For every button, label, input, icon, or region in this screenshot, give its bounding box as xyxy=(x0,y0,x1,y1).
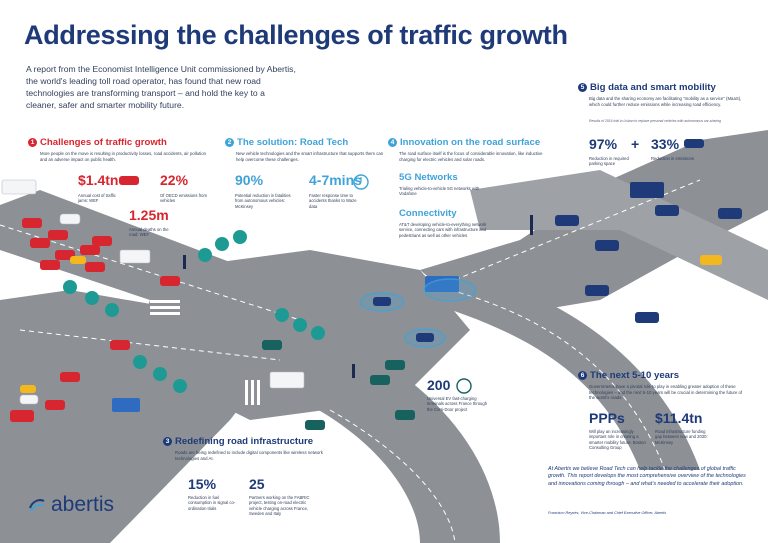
stat-caption: Partners working on the FABRIC project, … xyxy=(249,495,310,517)
section-title: Innovation on the road surface xyxy=(400,137,541,148)
stat-value: $11.4tn xyxy=(655,410,703,426)
abertis-logo-mark-icon xyxy=(29,499,45,512)
stat-caption: Reduction in fuel consumption in signal … xyxy=(188,495,236,511)
section-number: 6 xyxy=(578,371,587,380)
car-icon xyxy=(684,139,704,148)
tree xyxy=(105,303,119,317)
section-title: The next 5-10 years xyxy=(590,370,680,381)
plus-sign: + xyxy=(631,136,640,152)
stat-caption: Potential reduction in fatalities from a… xyxy=(235,193,291,209)
stat-value: 1.25m xyxy=(129,207,169,223)
abertis-logo: abertis xyxy=(28,493,114,517)
section-2-text: New vehicle technologies and the smart i… xyxy=(236,151,384,162)
tree xyxy=(215,237,229,251)
section-6-text: Governments have a pivotal role to play … xyxy=(589,384,743,401)
section-4-heading: 4 Innovation on the road surface xyxy=(388,137,540,148)
page-title: Addressing the challenges of traffic gro… xyxy=(24,20,568,50)
section-title: Redefining road infrastructure xyxy=(175,436,314,447)
stat-value: 97% xyxy=(589,136,618,152)
section-title: Big data and smart mobility xyxy=(590,82,716,93)
tree xyxy=(198,248,212,262)
tree xyxy=(133,355,147,369)
stat-caption: Annual cost of traffic jams: WEF xyxy=(78,193,116,204)
section-3-heading: 3 Redefining road infrastructure xyxy=(163,436,313,447)
quote-signature: Francisco Reynés, Vice-Chairman and Chie… xyxy=(548,511,667,515)
stopwatch-icon xyxy=(353,174,369,190)
stat-caption: Reduction in emissions xyxy=(651,156,695,161)
stat-value: 4-7mins xyxy=(309,172,362,188)
section-number: 4 xyxy=(388,138,397,147)
section-number: 1 xyxy=(28,138,37,147)
stat-value: 90% xyxy=(235,172,264,188)
section-title: Challenges of traffic growth xyxy=(40,137,167,148)
tree xyxy=(311,326,325,340)
subsection-title: 5G Networks xyxy=(399,172,458,183)
section-2-heading: 2 The solution: Road Tech xyxy=(225,137,348,148)
ceo-quote: At Abertis we believe Road Tech can help… xyxy=(548,466,746,487)
stat-value: 25 xyxy=(249,476,265,492)
section-5-footnote: Results of 2016 trial in Lisbon to repla… xyxy=(589,119,721,123)
tree xyxy=(275,308,289,322)
subsection-title: Connectivity xyxy=(399,208,457,219)
car-icon xyxy=(119,176,139,185)
stat-caption: Annual deaths on the road: WEF xyxy=(129,227,169,238)
tree xyxy=(85,291,99,305)
tree xyxy=(153,367,167,381)
stat-caption: Universal EV fast-charging terminals acr… xyxy=(427,396,488,412)
stat-caption: Reduction in required parking space xyxy=(589,156,629,167)
logo-wordmark: abertis xyxy=(51,493,115,516)
section-number: 2 xyxy=(225,138,234,147)
section-number: 3 xyxy=(163,437,172,446)
road-curve xyxy=(300,360,500,543)
stat-caption: Road infrastructure funding gap between … xyxy=(655,429,708,445)
stat-caption: Faster response time to accidents thanks… xyxy=(309,193,357,209)
subsection-text: AT&T developing vehicle-to-everything ne… xyxy=(399,222,487,238)
section-5-text: Big data and the sharing economy are fac… xyxy=(589,96,742,107)
section-4-text: The road surface itself is the focus of … xyxy=(399,151,543,162)
stat-value: 15% xyxy=(188,476,217,492)
tree xyxy=(63,280,77,294)
section-1-text: More people on the move is resulting in … xyxy=(40,151,206,162)
tree xyxy=(293,318,307,332)
stat-value: PPPs xyxy=(589,410,625,426)
subsection-text: Trialing vehicle-to-vehicle 5G networks … xyxy=(399,186,480,197)
charger-icon xyxy=(456,378,472,394)
section-3-text: Roads are being redefined to include dig… xyxy=(175,450,323,461)
stat-caption: Of OECD emissions from vehicles xyxy=(160,193,208,204)
tree xyxy=(173,379,187,393)
tree xyxy=(233,230,247,244)
stat-value: 22% xyxy=(160,172,189,188)
stat-value: 200 xyxy=(427,377,451,393)
stat-value: $1.4tn xyxy=(78,172,119,188)
section-5-heading: 5 Big data and smart mobility xyxy=(578,82,716,93)
section-1-heading: 1 Challenges of traffic growth xyxy=(28,137,167,148)
section-title: The solution: Road Tech xyxy=(237,137,349,148)
stat-value: 33% xyxy=(651,136,680,152)
intro-text: A report from the Economist Intelligence… xyxy=(26,64,296,110)
stat-caption: Will play an increasingly important role… xyxy=(589,429,646,451)
section-6-heading: 6 The next 5-10 years xyxy=(578,370,679,381)
section-number: 5 xyxy=(578,83,587,92)
